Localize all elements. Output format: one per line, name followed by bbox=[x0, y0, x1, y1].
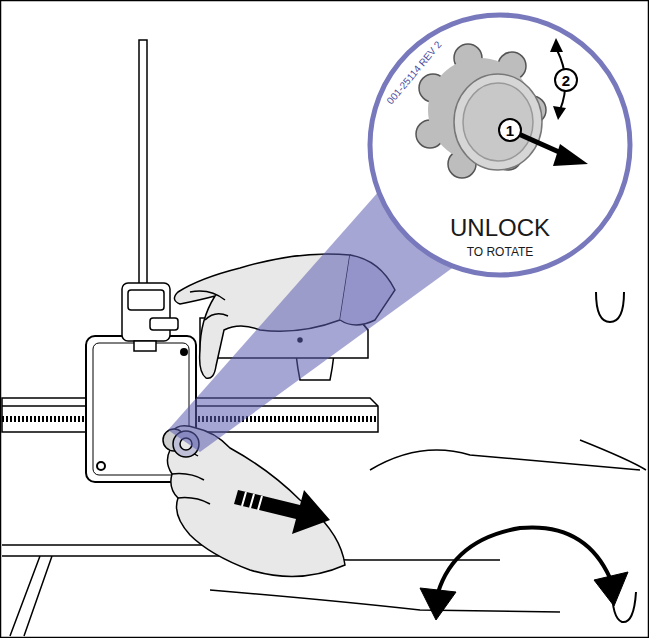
pull-arrow-part bbox=[234, 490, 330, 534]
hand-lower bbox=[166, 426, 345, 577]
bed-frame-part bbox=[596, 292, 624, 322]
hand-lower-part bbox=[170, 450, 210, 504]
zoom-knob-part bbox=[463, 83, 533, 161]
vertical-rod-part bbox=[139, 40, 147, 290]
vertical-rod bbox=[139, 40, 147, 290]
hand-lower-part bbox=[166, 426, 345, 577]
pull-arrow bbox=[234, 490, 330, 534]
carriage-plate-part bbox=[181, 349, 187, 355]
rotate-arrow-part bbox=[420, 588, 456, 620]
arrow-rotate-zoom-part bbox=[553, 106, 566, 120]
arrow-rotate-zoom bbox=[550, 38, 577, 120]
magnifier-circle-part bbox=[370, 15, 630, 275]
clamp-block-part bbox=[134, 341, 156, 351]
zoom-knob-part bbox=[428, 58, 532, 162]
instruction-subtext: TO ROTATE bbox=[467, 246, 534, 258]
bed-frame-part bbox=[210, 590, 560, 612]
rotate-arrow bbox=[420, 527, 628, 620]
callout-number: 2 bbox=[562, 73, 570, 88]
hand-upper-part bbox=[190, 291, 228, 320]
bed-frame-part bbox=[2, 545, 230, 636]
clamp-block-part bbox=[122, 283, 170, 341]
instruction-text: UNLOCK bbox=[450, 216, 550, 240]
pull-arrow-part bbox=[242, 492, 262, 510]
carriage-plate-part bbox=[97, 462, 105, 470]
clamp-block-part bbox=[128, 290, 164, 310]
zoom-knob bbox=[416, 44, 546, 178]
zoom-knob-part bbox=[454, 74, 542, 170]
bed-frame-part bbox=[370, 450, 640, 470]
arrow-pull-zoom-part bbox=[499, 119, 521, 141]
magnifier-circle bbox=[370, 15, 630, 275]
arrow-rotate-zoom-part bbox=[555, 69, 577, 91]
arrow-pull-zoom bbox=[499, 119, 588, 166]
callout-number: 1 bbox=[506, 123, 514, 138]
rotate-arrow-part bbox=[594, 572, 628, 606]
clamp-block-part bbox=[150, 318, 178, 330]
arrow-rotate-zoom-part bbox=[550, 38, 563, 52]
clamp-block bbox=[122, 283, 178, 351]
rotate-arrow-part bbox=[436, 527, 610, 600]
part-number: 001-25114 REV 2 bbox=[385, 40, 443, 107]
arrow-pull-zoom-part bbox=[553, 144, 588, 166]
